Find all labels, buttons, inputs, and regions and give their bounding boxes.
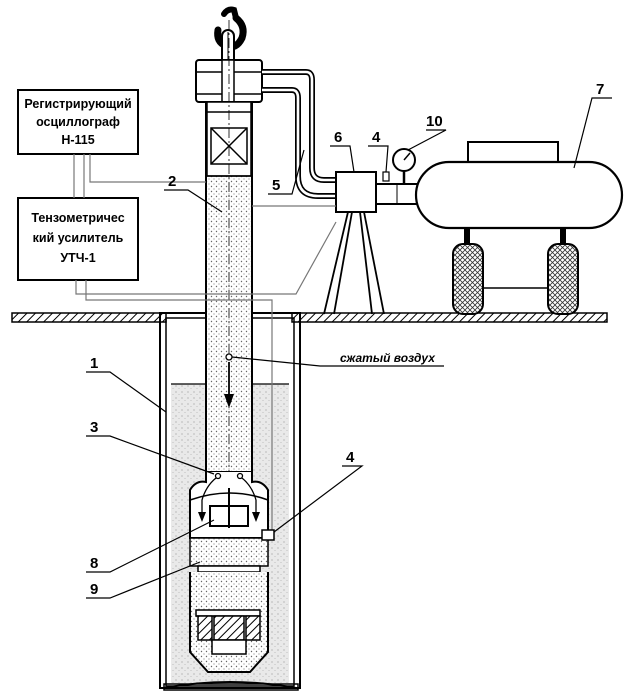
pressure-gauge-icon — [392, 148, 416, 188]
compressor-line — [375, 183, 419, 205]
downhole-assembly — [189, 472, 275, 673]
oscillograph-line-1: Регистрирующий — [24, 97, 131, 111]
callout-1: 1 — [90, 355, 98, 372]
callout-4-bottom: 4 — [346, 449, 355, 466]
air-distributor — [323, 171, 390, 315]
amplifier-line-1: Тензометричес — [31, 211, 124, 225]
compressor — [414, 141, 624, 315]
oscillograph-line-2: осциллограф — [36, 115, 120, 129]
callout-10: 10 — [426, 113, 443, 130]
sensor-4-bottom-icon — [261, 529, 275, 541]
callout-numbers: 1 3 8 9 2 5 6 4 10 7 4 сжатый воздух — [90, 81, 604, 598]
callout-6: 6 — [334, 129, 342, 146]
amplifier-line-2: кий усилитель — [33, 231, 124, 245]
callout-8: 8 — [90, 555, 98, 572]
oscillograph-box: Регистрирующий осциллограф Н-115 — [17, 89, 139, 155]
sensor-4-top-icon — [382, 171, 390, 182]
signal-wires — [73, 154, 337, 530]
amplifier-box: Тензометричес кий усилитель УТЧ-1 — [17, 197, 139, 281]
amplifier-line-3: УТЧ-1 — [60, 251, 95, 265]
callout-3: 3 — [90, 419, 98, 436]
flow-label: сжатый воздух — [340, 351, 436, 365]
callout-2: 2 — [168, 173, 176, 190]
oscillograph-line-3: Н-115 — [61, 133, 94, 147]
callout-5: 5 — [272, 177, 280, 194]
callout-leaders — [86, 97, 612, 599]
air-hose — [262, 69, 338, 199]
callout-4-top: 4 — [372, 129, 381, 146]
callout-7: 7 — [596, 81, 604, 98]
callout-9: 9 — [90, 581, 98, 598]
ground-surface — [11, 312, 608, 323]
